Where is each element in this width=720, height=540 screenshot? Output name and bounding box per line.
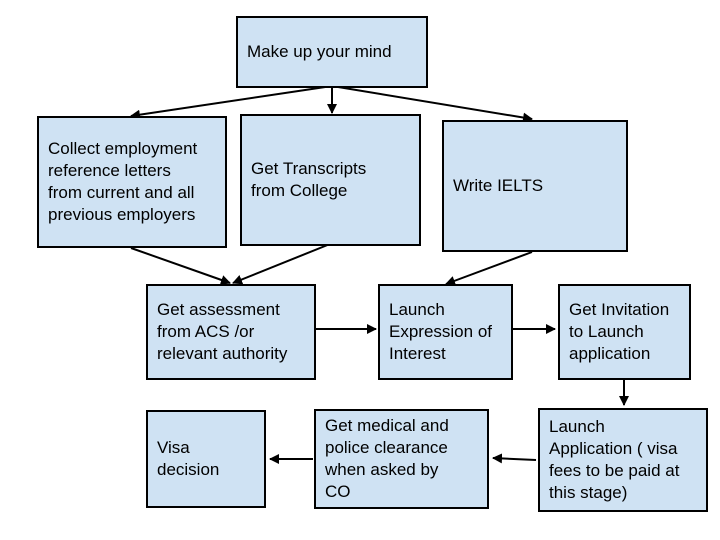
node-make-up-your-mind: Make up your mind — [236, 16, 428, 88]
node-label: Launch Expression of Interest — [389, 300, 492, 363]
node-collect-employment-letters: Collect employment reference letters fro… — [37, 116, 227, 248]
arrow-application-to-medical — [492, 453, 537, 464]
arrow-ielts-to-eoi — [445, 251, 533, 286]
node-visa-decision: Visa decision — [146, 410, 266, 508]
node-launch-application: Launch Application ( visa fees to be pai… — [538, 408, 708, 512]
node-label: Get Invitation to Launch application — [569, 300, 670, 363]
node-label: Visa decision — [157, 438, 220, 479]
arrow-transcripts-to-assessment — [232, 243, 331, 285]
node-get-assessment: Get assessment from ACS /or relevant aut… — [146, 284, 316, 380]
arrow-decide-to-employment — [130, 85, 333, 120]
node-label: Get medical and police clearance when as… — [325, 416, 449, 501]
node-label: Launch Application ( visa fees to be pai… — [549, 417, 680, 502]
node-label: Make up your mind — [247, 42, 392, 61]
node-get-invitation: Get Invitation to Launch application — [558, 284, 691, 380]
node-label: Get assessment from ACS /or relevant aut… — [157, 300, 288, 363]
node-label: Write IELTS — [453, 176, 544, 195]
node-launch-expression-of-interest: Launch Expression of Interest — [378, 284, 513, 380]
node-label: Get Transcripts from College — [251, 159, 367, 200]
arrow-decide-to-ielts — [331, 85, 533, 123]
arrow-employment-to-assessment — [130, 247, 231, 285]
node-get-medical-police-clearance: Get medical and police clearance when as… — [314, 409, 489, 509]
node-get-transcripts: Get Transcripts from College — [240, 114, 421, 246]
node-write-ielts: Write IELTS — [442, 120, 628, 252]
node-label: Collect employment reference letters fro… — [48, 139, 198, 224]
